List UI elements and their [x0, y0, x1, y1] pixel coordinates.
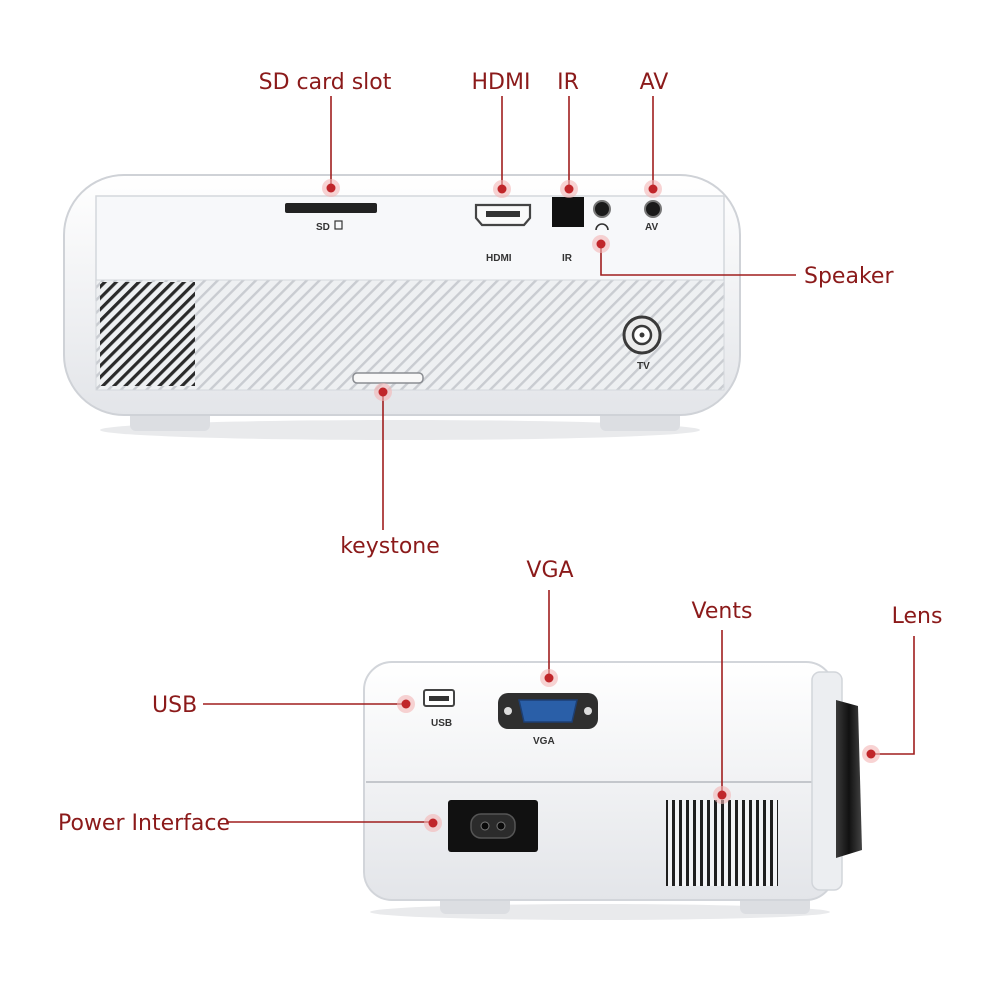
ir-receiver	[552, 197, 584, 227]
marker-speaker	[592, 235, 610, 253]
projector-side-view: USB VGA	[363, 661, 862, 920]
sd-card-icon	[334, 220, 343, 230]
callout-hdmi: HDMI	[472, 70, 531, 95]
marker-ir	[560, 180, 578, 198]
marker-power-interface	[424, 814, 442, 832]
power-socket	[470, 813, 516, 839]
vga-port-label: VGA	[533, 736, 555, 747]
usb-port-label: USB	[431, 718, 452, 729]
rear-shadow	[100, 420, 700, 440]
callout-lens: Lens	[892, 604, 943, 629]
callout-ir: IR	[557, 70, 579, 95]
av-port-label: AV	[645, 222, 658, 233]
marker-dots	[322, 179, 880, 832]
headphone-icon	[595, 223, 609, 231]
av-jack	[644, 200, 662, 218]
hdmi-port-label: HDMI	[486, 253, 512, 264]
callout-vga: VGA	[526, 558, 573, 583]
leader-lines	[203, 96, 915, 823]
leader-lens	[873, 636, 915, 755]
keystone-wheel	[352, 372, 424, 384]
rear-dark-grille	[100, 282, 195, 386]
marker-av	[644, 180, 662, 198]
vga-port-connector	[518, 699, 578, 723]
vga-screw-right	[584, 707, 592, 715]
marker-sd-card-slot	[322, 179, 340, 197]
sd-card-slot	[285, 203, 377, 213]
callout-av: AV	[640, 70, 669, 95]
tv-coax-pin	[639, 332, 645, 338]
vga-screw-left	[504, 707, 512, 715]
callout-sd-card-slot: SD card slot	[259, 70, 392, 95]
projector-rear-view: SD HDMI IR AV TV	[63, 174, 741, 440]
lens-barrel	[836, 700, 862, 858]
marker-lens	[862, 745, 880, 763]
marker-vga	[540, 669, 558, 687]
tv-port-label: TV	[637, 361, 650, 372]
callout-labels: SD card slot HDMI IR AV Speaker keystone…	[58, 70, 942, 836]
power-pin-right	[496, 821, 506, 831]
leader-speaker	[600, 246, 796, 276]
callout-usb: USB	[152, 693, 197, 718]
headphone-jack	[593, 200, 611, 218]
callout-vents: Vents	[692, 599, 753, 624]
marker-hdmi	[493, 180, 511, 198]
side-vents	[666, 800, 778, 886]
callout-keystone: keystone	[340, 534, 440, 559]
usb-port-tongue	[429, 696, 449, 701]
callout-speaker: Speaker	[804, 264, 894, 289]
power-pin-left	[480, 821, 490, 831]
marker-keystone	[374, 383, 392, 401]
marker-usb	[397, 695, 415, 713]
marker-vents	[713, 786, 731, 804]
rear-speaker-grille	[95, 279, 725, 391]
hdmi-port-pins	[486, 211, 520, 217]
ir-port-label: IR	[562, 253, 573, 264]
callout-power-interface: Power Interface	[58, 811, 230, 836]
sd-port-label: SD	[316, 222, 330, 233]
